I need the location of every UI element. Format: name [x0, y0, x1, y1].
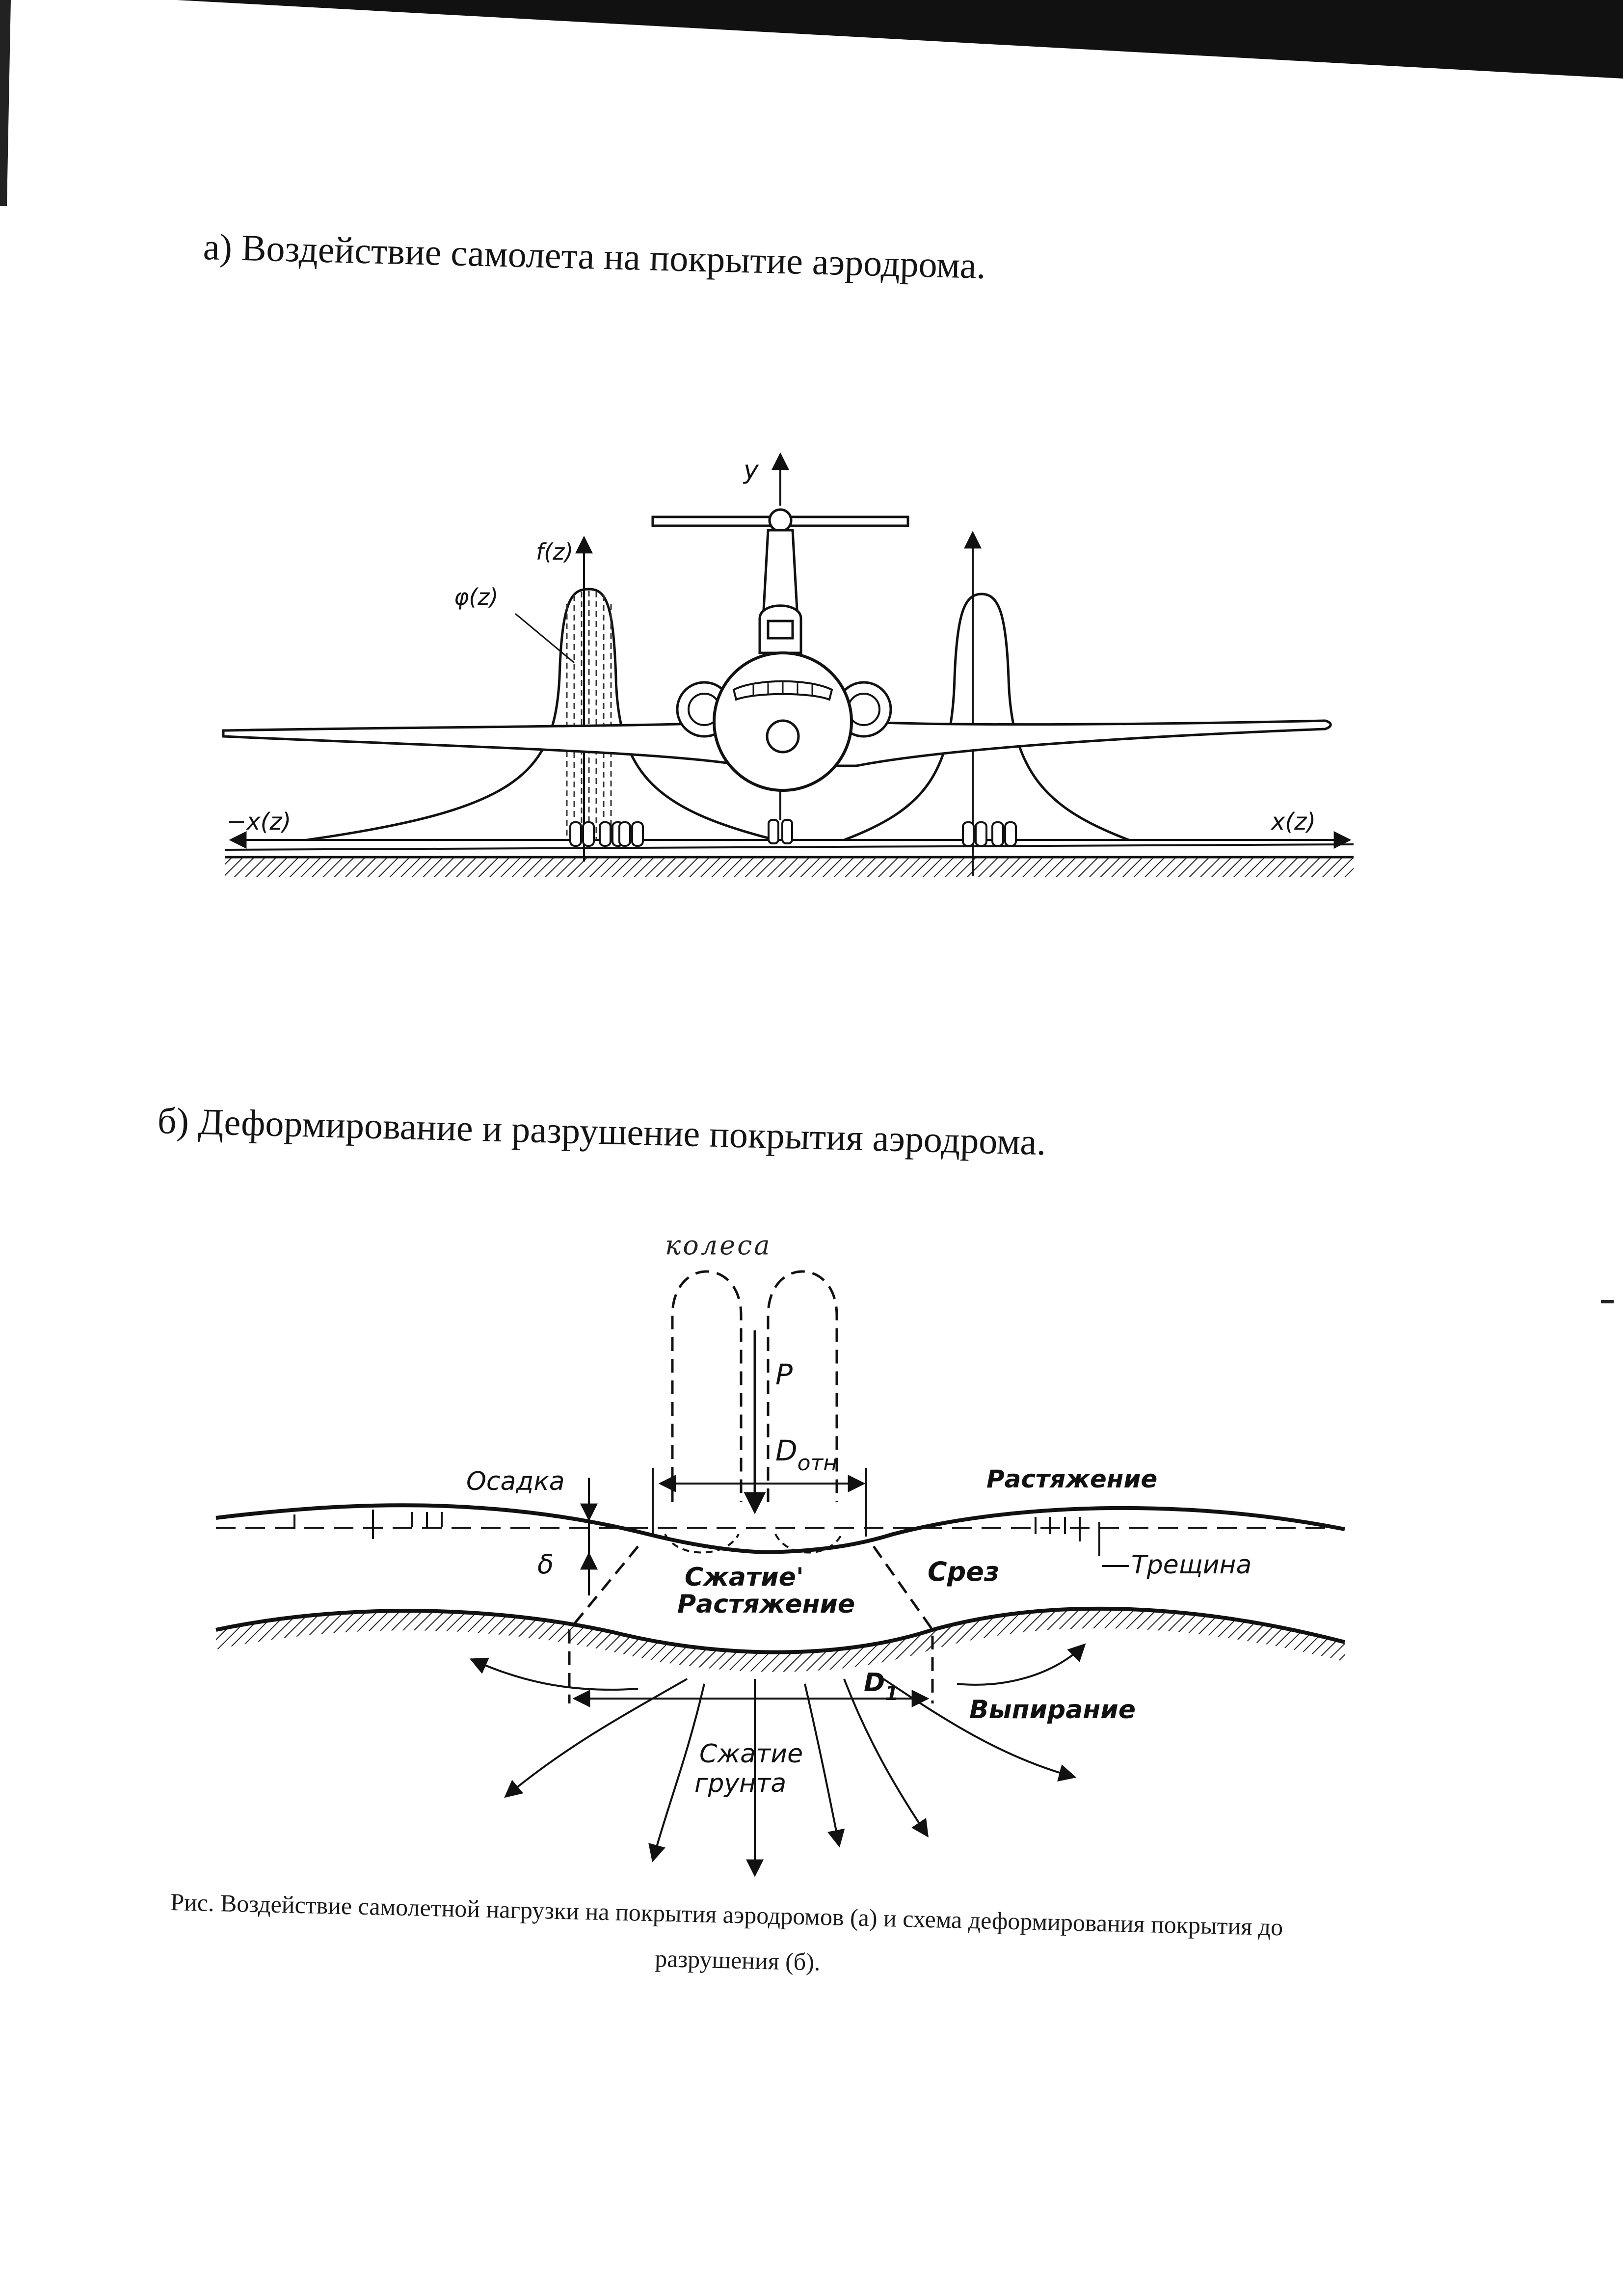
scan-margin-dash [1601, 1300, 1614, 1303]
left-wheel-outline [671, 1270, 743, 1502]
tension-top-label: Растяжение [986, 1465, 1157, 1493]
delta-label: δ [537, 1549, 554, 1580]
load-label: P [775, 1358, 793, 1391]
heave-label: Выпирание [969, 1695, 1136, 1725]
ground-surface [224, 843, 1354, 877]
f-axis-label: f(z) [536, 539, 573, 565]
d1-label: D1 [864, 1668, 899, 1705]
scan-top-edge [177, 0, 1623, 79]
airplane-tail [651, 508, 909, 654]
contact-patch-right [774, 1534, 843, 1554]
soil-compression-label-2: грунта [694, 1769, 786, 1798]
contact-patch-left [664, 1534, 740, 1554]
soil-compression-label-1: Сжатие [699, 1739, 803, 1769]
pavement-top-surface [215, 1503, 1345, 1555]
surface-cracks [293, 1510, 1100, 1556]
x-axis-positive-label: x(z) [1270, 808, 1316, 836]
left-stress-hatch [566, 591, 612, 840]
right-wheel-outline [767, 1270, 838, 1502]
y-axis-label: y [743, 456, 759, 485]
settlement-label: Осадка [466, 1467, 565, 1496]
wheels-label: колеса [665, 1230, 772, 1261]
x-axis-negative-label: −x(z) [227, 808, 291, 836]
d-otn-label: Dотн [775, 1434, 837, 1476]
soil-pressure-arrows [469, 1643, 1086, 1877]
right-stress-curve [844, 593, 1129, 841]
phi-leader [515, 613, 575, 664]
shear-cone-right [872, 1545, 934, 1703]
nose-gear [768, 790, 793, 844]
phi-label: φ(z) [454, 584, 498, 610]
scan-left-edge [0, 0, 11, 206]
right-main-gear [962, 821, 1017, 847]
pavement-bottom-surface [215, 1606, 1346, 1654]
nose-circle [766, 719, 800, 754]
left-stress-curve [306, 588, 776, 841]
crack-label: Трещина [1131, 1550, 1251, 1580]
figure-b: колеса P Dотн Осадка Растяжение δ Сжатие… [215, 1230, 1346, 1877]
shear-cone-left [568, 1545, 639, 1703]
tension-mid-label: Растяжение [677, 1590, 855, 1619]
subgrade-hatch [216, 1608, 1345, 1672]
shear-label: Срез [928, 1556, 999, 1587]
figure-a: y f(z) φ(z) −x(z) x(z) [222, 452, 1354, 877]
figure-caption-line-2: разрушения (б). [654, 1944, 821, 1976]
left-main-gear [569, 821, 644, 847]
compression-label: Сжатие' [685, 1563, 804, 1592]
